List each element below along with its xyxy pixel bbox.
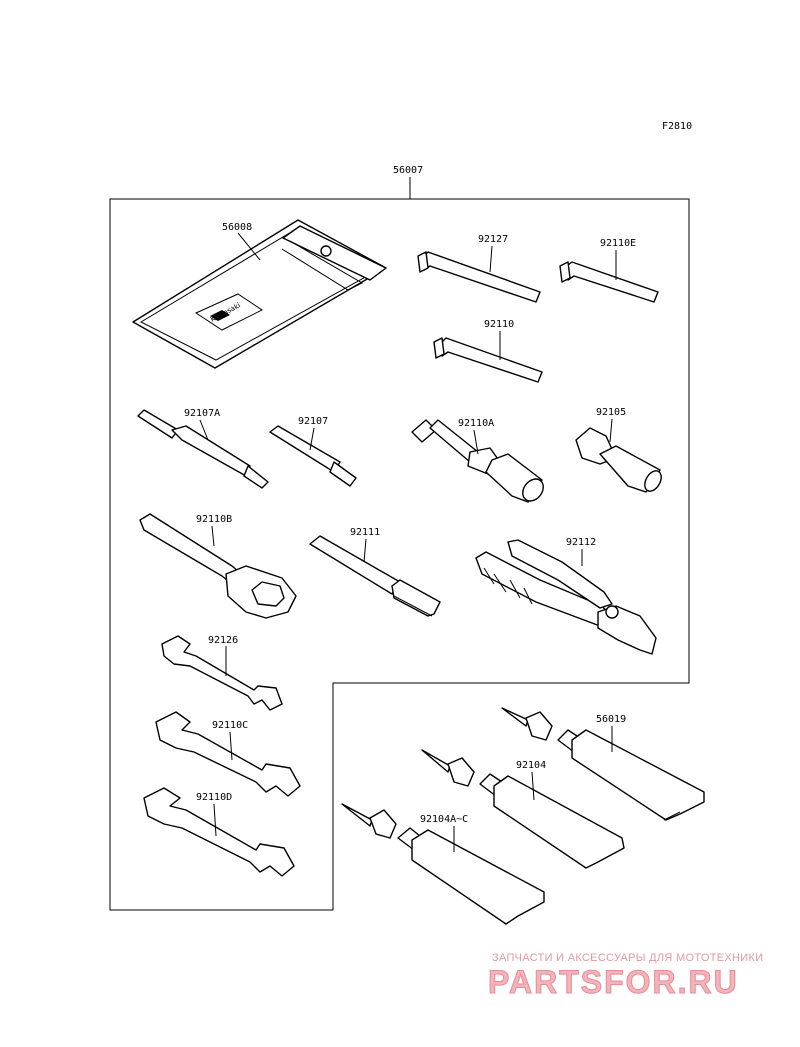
leader-92127 [489,245,493,273]
figure-code: F2810 [662,121,692,132]
tube-56019 [501,707,705,821]
open-wrench-92110C [155,711,301,797]
screwdriver-92107 [269,425,357,487]
leader-92110C [229,731,233,761]
leader-92111 [363,538,367,563]
label-56019: 56019 [596,714,626,725]
tube-92104 [421,749,625,869]
label-92126: 92126 [208,635,238,646]
label-92127: 92127 [478,234,508,245]
extension-bar-92111 [309,535,441,617]
hex-wrench-92110 [433,337,543,383]
leader-92110B [211,525,215,547]
pliers-92112 [475,539,657,655]
hex-wrench-92127 [417,251,541,303]
label-56007: 56007 [393,165,423,176]
leader-92107 [309,427,315,451]
leader-92110A [473,429,479,455]
watermark-logo: PARTSFOR.RU [488,964,739,1001]
label-92112: 92112 [566,537,596,548]
tube-92104A-C [341,803,545,925]
adapter-92105 [575,427,662,493]
label-92107A: 92107A [184,408,220,419]
leader-92105 [609,418,613,443]
ring-wrench-92110B [139,513,297,619]
label-92110D: 92110D [196,792,232,803]
tool-bag-56008: Kawasaki [132,219,387,369]
socket-wrench-92110A [411,419,544,503]
label-56008: 56008 [222,222,252,233]
open-wrench-92126 [161,635,283,711]
label-92104: 92104 [516,760,546,771]
label-92105: 92105 [596,407,626,418]
label-92107: 92107 [298,416,328,427]
leader-56008 [237,232,261,261]
screwdriver-92107A [137,409,269,489]
label-92110C: 92110C [212,720,248,731]
label-92110E: 92110E [600,238,636,249]
label-92104A-C: 92104A~C [420,814,468,825]
tool-kit-outline [109,198,690,911]
leader-92104 [531,771,535,801]
label-92111: 92111 [350,527,380,538]
hex-wrench-92110E [559,261,659,303]
leader-92110D [213,803,217,837]
watermark-tagline: ЗАПЧАСТИ И АКСЕССУАРЫ ДЛЯ МОТОТЕХНИКИ [492,952,764,964]
label-92110B: 92110B [196,514,232,525]
open-wrench-92110D [143,787,295,877]
label-92110: 92110 [484,319,514,330]
leader-92107A [199,419,209,441]
label-92110A: 92110A [458,418,494,429]
